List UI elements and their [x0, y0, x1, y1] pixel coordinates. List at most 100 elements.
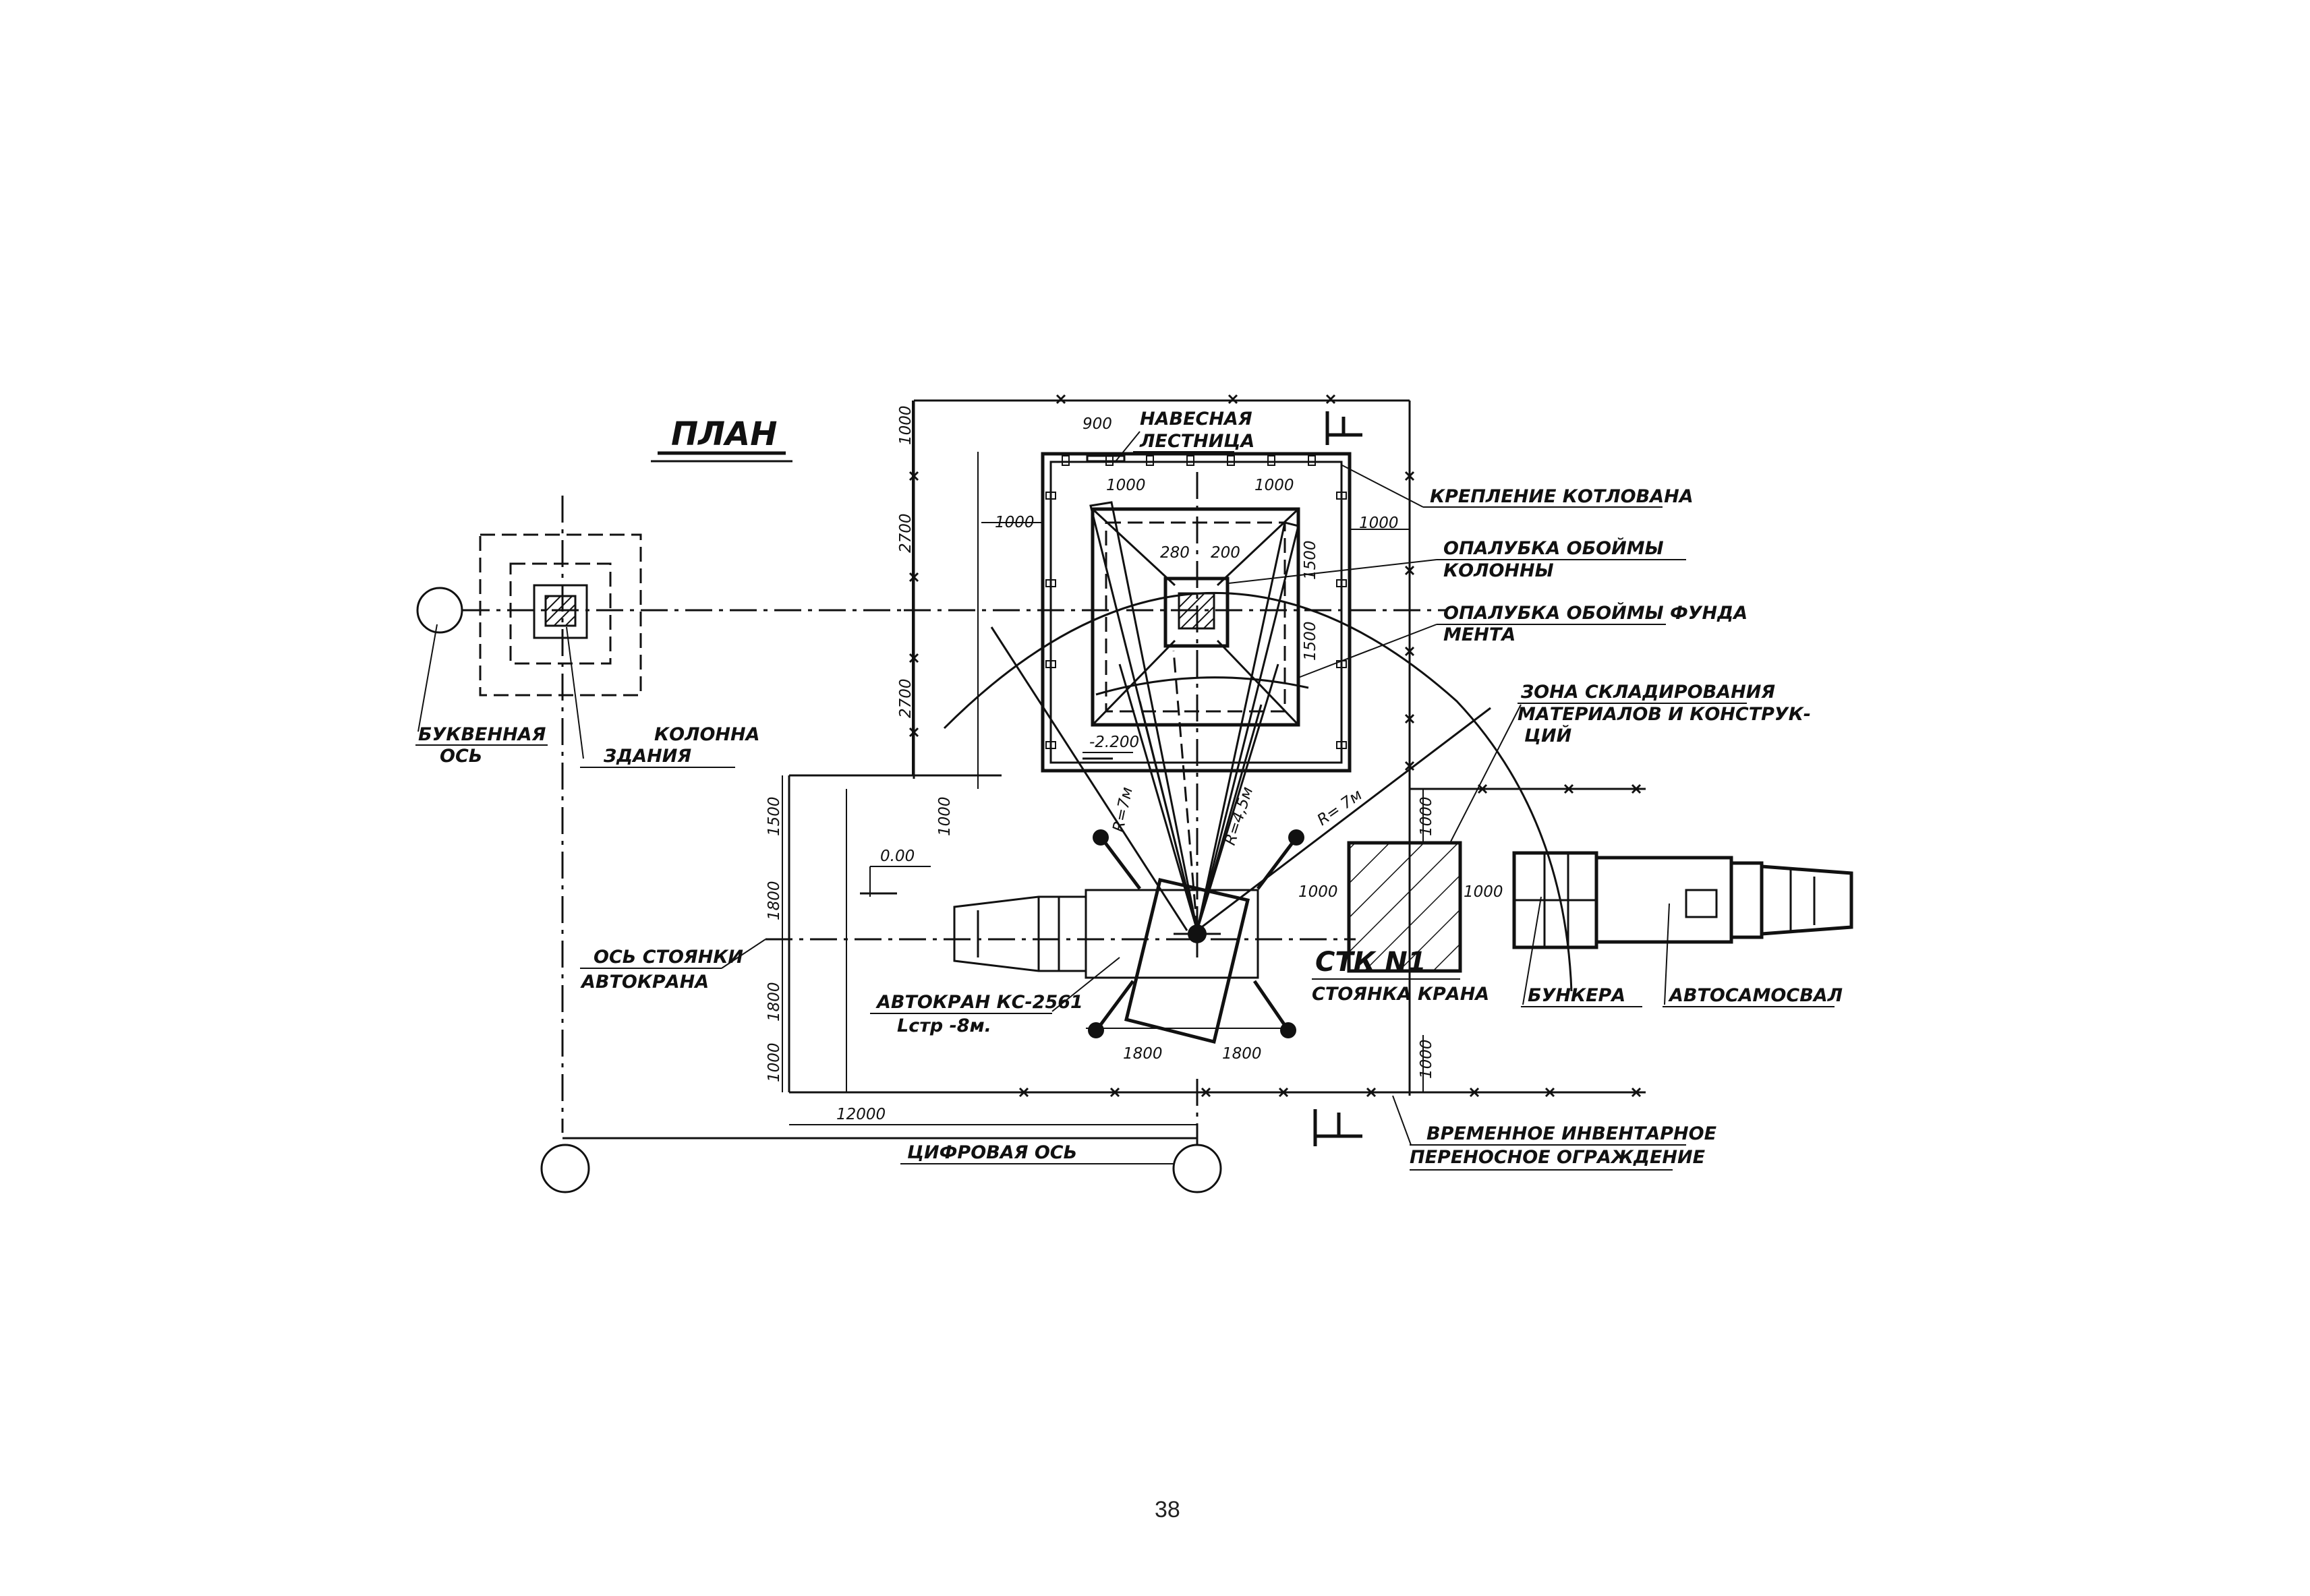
svg-text:1000: 1000 — [1359, 514, 1399, 532]
svg-text:АВТОСАМОСВАЛ: АВТОСАМОСВАЛ — [1668, 985, 1843, 1006]
svg-text:ПЕРЕНОСНОЕ ОГРАЖДЕНИЕ: ПЕРЕНОСНОЕ ОГРАЖДЕНИЕ — [1410, 1147, 1706, 1168]
page-number: 38 — [1155, 1497, 1180, 1523]
column-base-square — [533, 584, 588, 639]
svg-text:1000: 1000 — [936, 796, 954, 836]
svg-text:ЗОНА СКЛАДИРОВАНИЯ: ЗОНА СКЛАДИРОВАНИЯ — [1520, 682, 1775, 703]
svg-text:1800: 1800 — [766, 982, 783, 1022]
label-pit-support: КРЕПЛЕНИЕ КОТЛОВАНА — [1341, 465, 1694, 508]
svg-text:ЦИЙ: ЦИЙ — [1524, 725, 1572, 746]
label-dump-truck: АВТОСАМОСВАЛ — [1663, 903, 1843, 1007]
truck-crane-kc2561 — [766, 829, 1356, 1044]
svg-text:1000: 1000 — [1464, 883, 1503, 901]
column-middle-outline — [509, 562, 612, 665]
svg-text:ОПАЛУБКА ОБОЙМЫ: ОПАЛУБКА ОБОЙМЫ — [1443, 537, 1664, 559]
letter-axis-circle — [416, 587, 463, 634]
crane-cab — [953, 895, 1087, 972]
svg-text:-2.200: -2.200 — [1089, 734, 1139, 751]
svg-text:МАТЕРИАЛОВ И КОНСТРУК-: МАТЕРИАЛОВ И КОНСТРУК- — [1518, 704, 1811, 725]
dimension-lines — [782, 401, 1424, 1125]
svg-text:ОСЬ: ОСЬ — [440, 746, 482, 767]
foundation-formwork — [1091, 507, 1300, 727]
fence-x-marks — [908, 394, 1642, 1098]
pit-support-outline — [1041, 452, 1352, 773]
svg-text:280: 280 — [1160, 544, 1190, 562]
svg-text:КОЛОННА: КОЛОННА — [654, 724, 760, 745]
svg-text:БУНКЕРА: БУНКЕРА — [1528, 985, 1625, 1006]
svg-text:МЕНТА: МЕНТА — [1443, 624, 1515, 645]
fence-symbol-bottom — [1313, 1109, 1362, 1146]
svg-text:200: 200 — [1211, 544, 1240, 562]
radius-45m-arc — [1095, 676, 1309, 696]
column-outer-outline — [479, 533, 642, 697]
svg-text:1000: 1000 — [1106, 477, 1146, 494]
letter-axis-label: БУКВЕННАЯ ОСЬ — [415, 624, 548, 767]
svg-text:1500: 1500 — [1302, 621, 1319, 661]
label-crane-axis: ОСЬ СТОЯНКИ АВТОКРАНА — [580, 939, 766, 993]
label-hoppers: БУНКЕРА — [1521, 896, 1642, 1007]
svg-text:ОПАЛУБКА ОБОЙМЫ ФУНДА: ОПАЛУБКА ОБОЙМЫ ФУНДА — [1443, 602, 1748, 624]
svg-text:АВТОКРАН КС-2561: АВТОКРАН КС-2561 — [875, 992, 1083, 1013]
svg-text:900: 900 — [1082, 415, 1112, 433]
label-crane-stand: СТК N1 СТОЯНКА КРАНА — [1312, 947, 1489, 1005]
hoppers — [1512, 851, 1598, 949]
label-fence: ВРЕМЕННОЕ ИНВЕНТАРНОЕ ПЕРЕНОСНОЕ ОГРАЖДЕ… — [1392, 1095, 1717, 1171]
svg-text:КРЕПЛЕНИЕ КОТЛОВАНА: КРЕПЛЕНИЕ КОТЛОВАНА — [1430, 486, 1694, 507]
svg-text:0.00: 0.00 — [880, 848, 915, 865]
label-column-formwork: ОПАЛУБКА ОБОЙМЫ КОЛОННЫ — [1228, 537, 1686, 584]
title-text: ПЛАН — [671, 415, 777, 453]
dump-truck-cab — [1760, 864, 1853, 936]
svg-text:БУКВЕННАЯ: БУКВЕННАЯ — [418, 724, 546, 745]
svg-text:1000: 1000 — [995, 514, 1035, 531]
svg-text:СТОЯНКА КРАНА: СТОЯНКА КРАНА — [1312, 984, 1489, 1005]
svg-text:АВТОКРАНА: АВТОКРАНА — [580, 972, 709, 993]
svg-text:2700: 2700 — [897, 678, 915, 718]
svg-text:1000: 1000 — [1254, 477, 1294, 494]
label-crane-model: АВТОКРАН КС-2561 Lстр -8м. — [870, 957, 1120, 1036]
svg-text:Lстр -8м.: Lстр -8м. — [897, 1015, 991, 1036]
svg-text:ЦИФРОВАЯ ОСЬ: ЦИФРОВАЯ ОСЬ — [907, 1142, 1077, 1163]
svg-text:ОСЬ СТОЯНКИ: ОСЬ СТОЯНКИ — [594, 947, 743, 968]
building-column-hatched — [544, 595, 577, 627]
label-storage-zone: ЗОНА СКЛАДИРОВАНИЯ МАТЕРИАЛОВ И КОНСТРУК… — [1449, 682, 1811, 844]
fence-symbol-top — [1325, 411, 1362, 445]
crane-reach-arcs — [943, 501, 1573, 992]
label-foundation-formwork: ОПАЛУБКА ОБОЙМЫ ФУНДА МЕНТА — [1298, 602, 1748, 678]
svg-text:R=7м: R=7м — [1109, 786, 1136, 833]
svg-text:ЛЕСТНИЦА: ЛЕСТНИЦА — [1139, 431, 1254, 452]
crane-turntable — [1124, 878, 1250, 1044]
left-column-group — [416, 496, 1222, 1193]
svg-text:ВРЕМЕННОЕ ИНВЕНТАРНОЕ: ВРЕМЕННОЕ ИНВЕНТАРНОЕ — [1426, 1123, 1717, 1144]
hanging-ladder — [1086, 454, 1126, 463]
svg-text:1800: 1800 — [766, 881, 783, 920]
svg-text:1000: 1000 — [766, 1042, 783, 1082]
building-column-label: КОЛОННА ЗДАНИЯ — [566, 626, 760, 768]
svg-text:1000: 1000 — [1418, 1039, 1435, 1079]
svg-text:СТК N1: СТК N1 — [1315, 947, 1426, 978]
elevation-pit: -2.200 — [1082, 734, 1139, 760]
temporary-fence — [788, 394, 1646, 1146]
dump-truck-body — [1594, 856, 1733, 944]
label-hanging-ladder: НАВЕСНАЯ ЛЕСТНИЦА — [1116, 409, 1254, 461]
svg-text:2700: 2700 — [897, 513, 915, 553]
svg-text:ЗДАНИЯ: ЗДАНИЯ — [603, 746, 691, 767]
label-digit-axis: ЦИФРОВАЯ ОСЬ — [900, 1142, 1174, 1164]
digit-axis-circle-right — [1172, 1144, 1222, 1193]
storage-area — [1347, 841, 1462, 973]
svg-text:1800: 1800 — [1222, 1045, 1262, 1063]
svg-text:1000: 1000 — [1418, 796, 1435, 836]
svg-text:1800: 1800 — [1123, 1045, 1163, 1063]
elevation-zero: 0.00 — [860, 848, 931, 897]
svg-text:КОЛОННЫ: КОЛОННЫ — [1443, 560, 1554, 581]
svg-text:1000: 1000 — [1298, 883, 1338, 901]
plan-title: ПЛАН — [651, 415, 792, 463]
svg-text:12000: 12000 — [836, 1106, 886, 1123]
dimension-texts: 1000 2700 2700 900 1000 1000 1000 1000 2… — [766, 405, 1503, 1123]
svg-text:1500: 1500 — [766, 796, 783, 836]
crane-stand-stk1 — [1347, 841, 1462, 973]
svg-text:НАВЕСНАЯ: НАВЕСНАЯ — [1140, 409, 1252, 430]
dump-truck — [1594, 856, 1853, 944]
digit-axis-circle-left — [540, 1144, 590, 1193]
pit-excavation — [904, 452, 1447, 944]
